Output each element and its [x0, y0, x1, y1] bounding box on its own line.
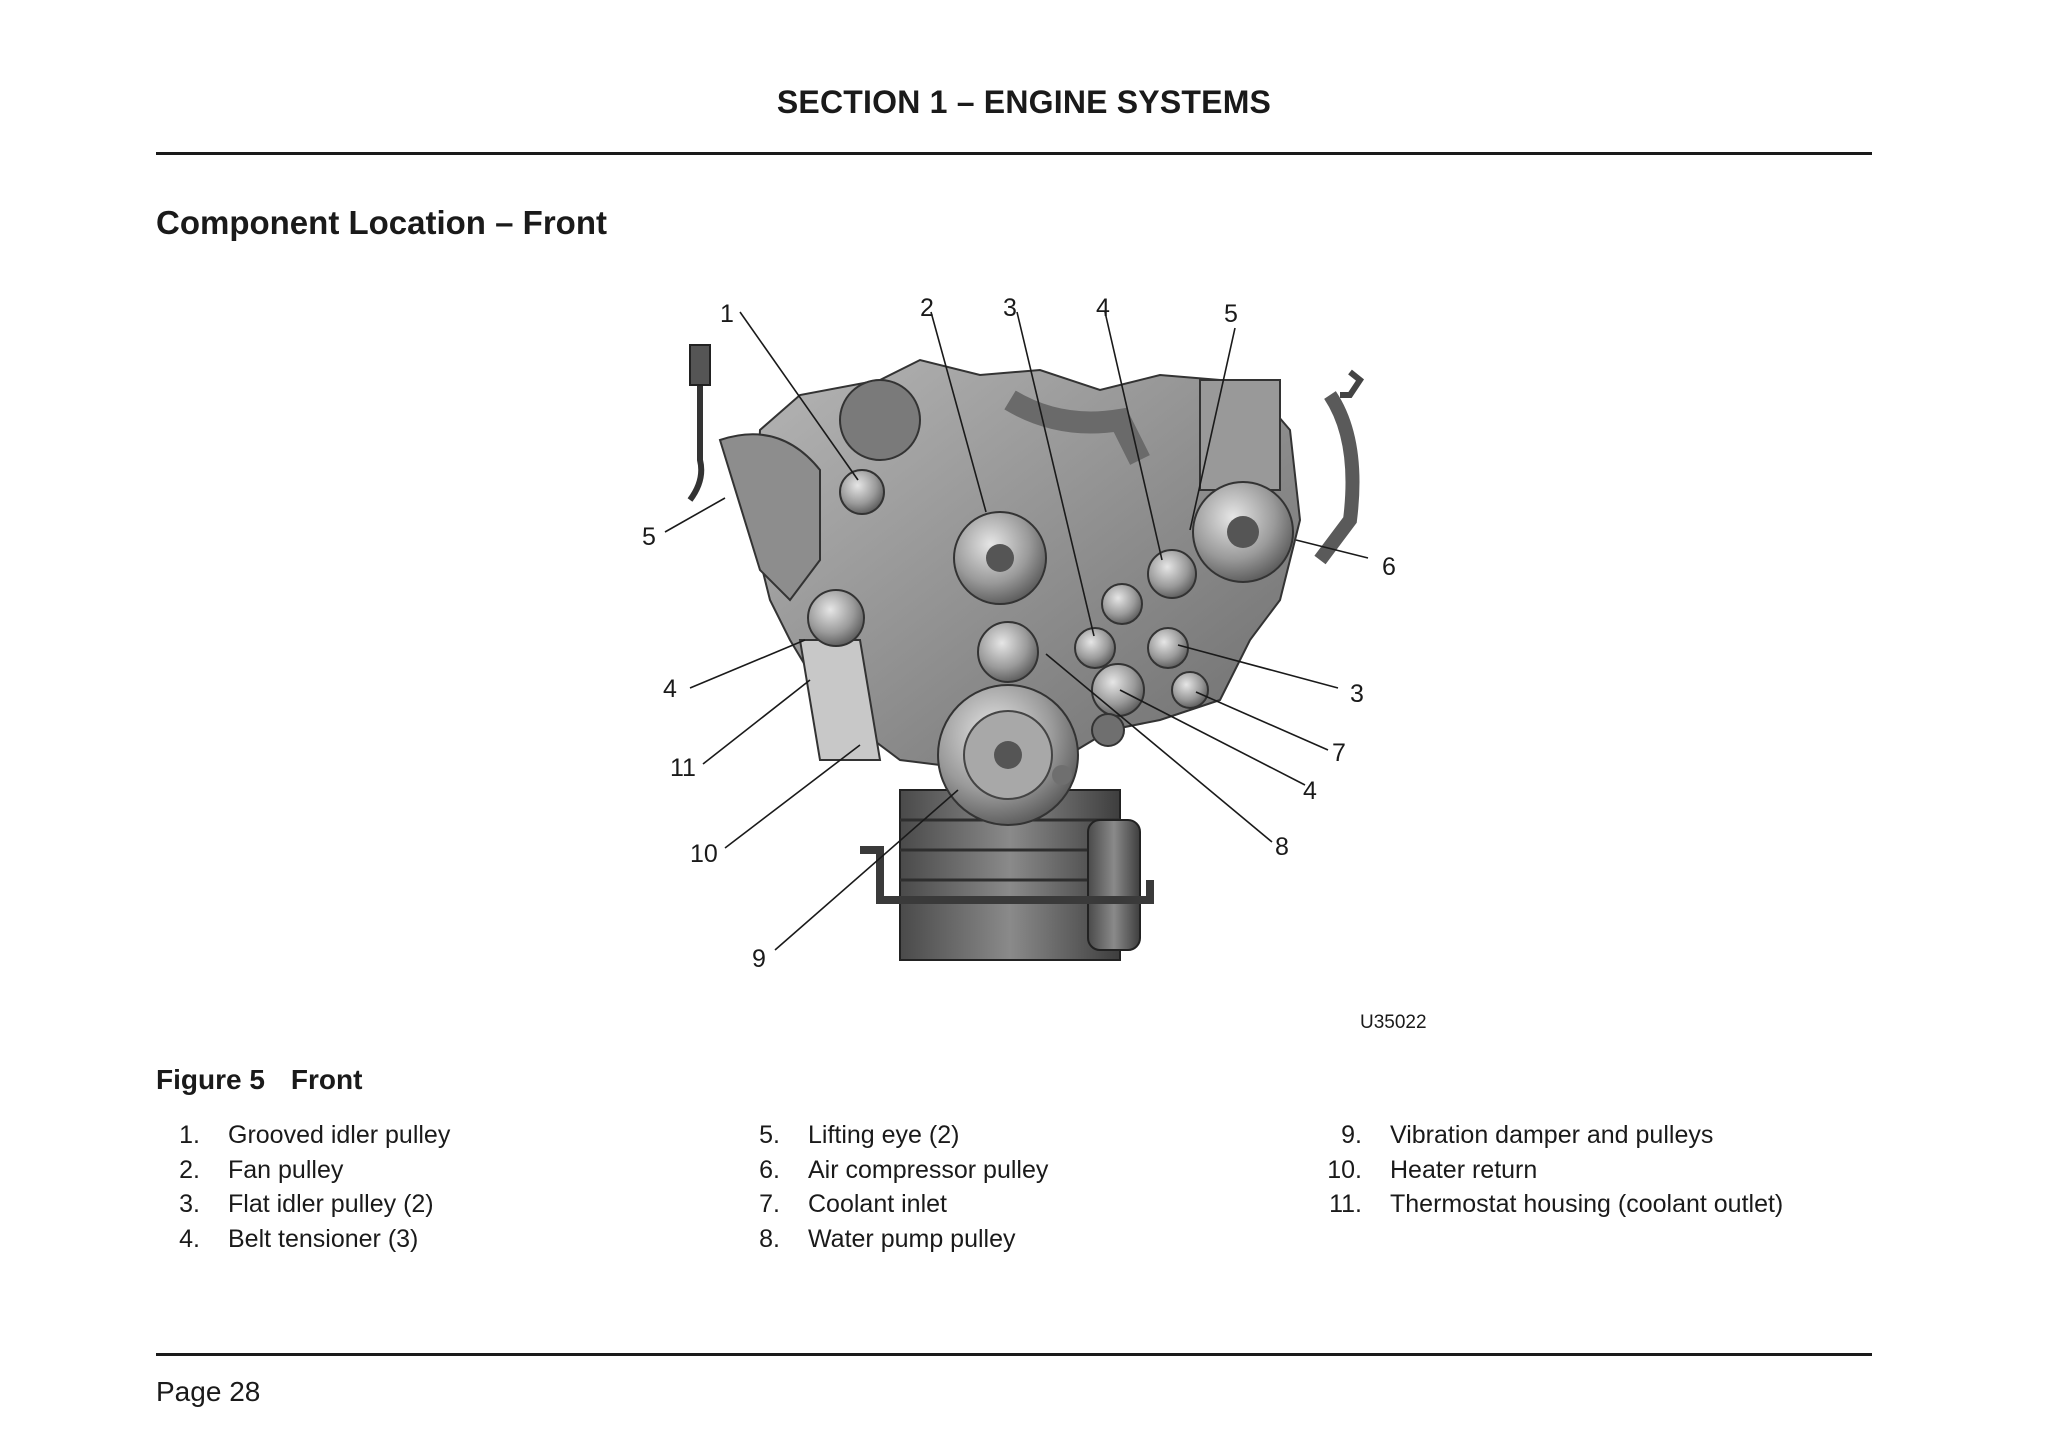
- callout-2: 2: [920, 294, 934, 322]
- page-number-value: 28: [229, 1376, 261, 1407]
- callout-6: 6: [1382, 553, 1396, 581]
- callout-8: 8: [1275, 833, 1289, 861]
- callout-10: 10: [690, 840, 718, 868]
- section-title: SECTION 1 – ENGINE SYSTEMS: [776, 84, 1272, 120]
- callout-labels: 1 2 3 4 5 5 6 4 3 11 7 4 10 8 9: [642, 294, 1396, 973]
- page-heading: Component Location – Front: [156, 204, 607, 241]
- callout-3-right: 3: [1350, 680, 1364, 708]
- figure-code: U35022: [1360, 1012, 1427, 1033]
- figure-label: Figure 5: [156, 1064, 265, 1095]
- pulleys: [807, 469, 1294, 826]
- page-number: Page 28: [156, 1376, 260, 1408]
- callout-4-lower: 4: [1303, 777, 1317, 805]
- callout-9: 9: [752, 945, 766, 973]
- callout-7: 7: [1332, 739, 1346, 767]
- page-label: Page: [156, 1376, 222, 1407]
- callout-4-left: 4: [663, 675, 677, 703]
- callout-5-right: 5: [1224, 300, 1238, 328]
- figure-caption: Figure 5 Front: [156, 1064, 362, 1096]
- callout-11: 11: [670, 754, 696, 782]
- leader-lines: [664, 311, 1369, 951]
- callout-1: 1: [720, 300, 734, 328]
- footer-rule: [156, 1353, 1872, 1356]
- callout-3: 3: [1003, 294, 1017, 322]
- header-rule: [156, 152, 1872, 155]
- callout-5-left: 5: [642, 523, 656, 551]
- callout-4: 4: [1096, 294, 1110, 322]
- figure-title: Front: [290, 1064, 363, 1095]
